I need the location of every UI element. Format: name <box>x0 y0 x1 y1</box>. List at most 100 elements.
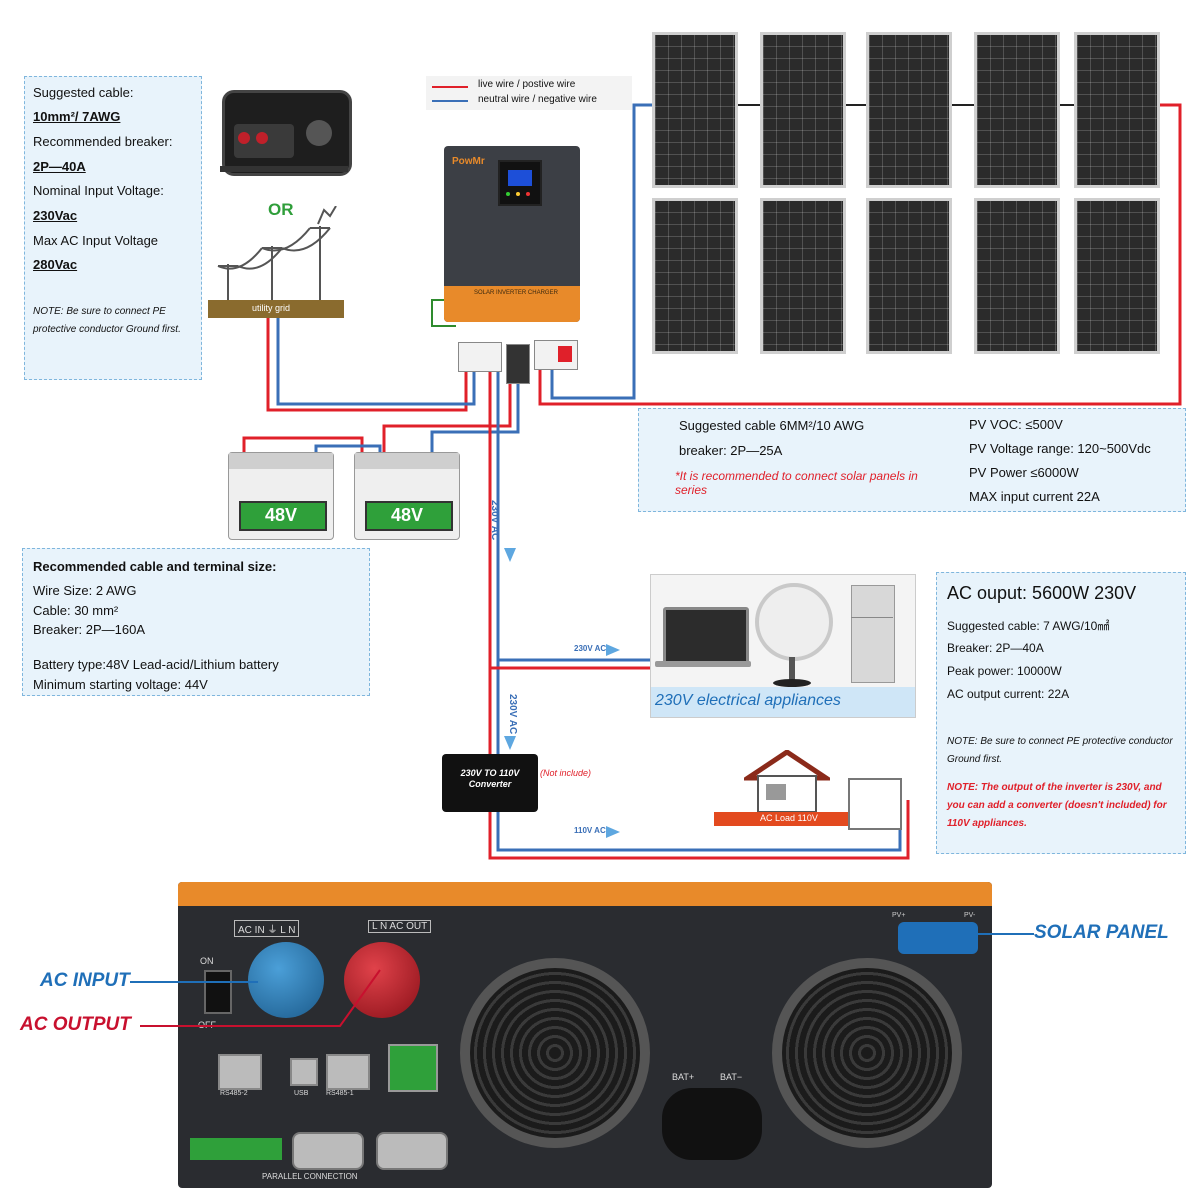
input-note: NOTE: Be sure to connect PE protective c… <box>33 306 181 335</box>
converter-not-included: (Not include) <box>540 768 592 778</box>
ac-input-info-box: Suggested cable: 10mm²/ 7AWG Recommended… <box>24 76 202 380</box>
battery-min-voltage: Minimum starting voltage: 44V <box>33 677 208 692</box>
or-label: OR <box>268 200 294 219</box>
bat-plus-label: BAT+ <box>672 1072 695 1082</box>
parallel-port-2[interactable] <box>376 1132 448 1170</box>
ac-output-info-box: AC ouput: 5600W 230V Suggested cable: 7 … <box>936 572 1186 854</box>
rs485-1-label: RS485-1 <box>326 1090 354 1097</box>
ac-output-peak: Peak power: 10000W <box>947 664 1062 678</box>
wire-legend: live wire / postive wire neutral wire / … <box>426 76 632 110</box>
inverter-front-label: SOLAR INVERTER CHARGER <box>474 290 558 296</box>
pv-voc: PV VOC: ≤500V <box>969 417 1063 432</box>
ac-load-wire-label: 110V AC <box>574 826 606 835</box>
battery-type: Battery type:48V Lead-acid/Lithium batte… <box>33 657 279 672</box>
laptop-icon <box>663 607 749 665</box>
appliances-label: 230V electrical appliances <box>655 692 841 709</box>
ac-input-terminal[interactable] <box>248 942 324 1018</box>
ac-input-callout: AC INPUT <box>40 970 130 991</box>
max-voltage-value: 280Vac <box>33 257 78 272</box>
ac-output-note-1: NOTE: Be sure to connect PE protective c… <box>947 736 1173 765</box>
battery-terminal[interactable] <box>662 1088 762 1160</box>
parallel-terminal[interactable] <box>190 1138 282 1160</box>
nominal-voltage-label: Nominal Input Voltage: <box>33 183 164 198</box>
converter-label: 230V TO 110V Converter <box>460 768 520 789</box>
ac-wire-label-1: 230V AC <box>489 500 500 541</box>
battery-1: 48V <box>228 452 334 540</box>
battery-box-title: Recommended cable and terminal size: <box>33 559 277 574</box>
legend-neutral: neutral wire / negative wire <box>478 94 597 105</box>
input-breaker-value: 2P—40A <box>33 159 86 174</box>
ac-output-title: AC ouput: 5600W 230V <box>947 583 1137 603</box>
battery-2: 48V <box>354 452 460 540</box>
input-cable-label: Suggested cable: <box>33 85 134 100</box>
ac-output-cable: Suggested cable: 7 AWG/10㎟ <box>947 619 1110 633</box>
bat-minus-label: BAT− <box>720 1072 743 1082</box>
inverter-front: PowMr SOLAR INVERTER CHARGER <box>444 146 580 322</box>
rear-panel-top-strip <box>178 882 992 906</box>
callout-lines <box>130 933 1034 1027</box>
ac-input-breaker <box>458 342 502 372</box>
rs485-1-port[interactable] <box>326 1054 370 1090</box>
ac-output-callout: AC OUTPUT <box>20 1014 131 1035</box>
inverter-rear-panel: ON OFF AC IN ⏚ L N L N AC OUT RS485-2 US… <box>178 882 992 1188</box>
usb-port[interactable] <box>290 1058 318 1086</box>
pv-info-box: Suggested cable 6MM²/10 AWG breaker: 2P—… <box>638 408 1186 512</box>
ac-output-terminal[interactable] <box>344 942 420 1018</box>
ac-load-bar: AC Load 110V <box>714 812 848 826</box>
switch-on-label: ON <box>200 956 214 966</box>
ac-output-current: AC output current: 22A <box>947 687 1070 701</box>
battery-1-label: 48V <box>265 505 298 525</box>
input-breaker-label: Recommended breaker: <box>33 134 173 149</box>
usb-label: USB <box>294 1090 309 1097</box>
ac-out-terminal-label: L N AC OUT <box>368 920 432 933</box>
inverter-brand: PowMr <box>452 156 485 167</box>
utility-grid-image <box>217 206 337 302</box>
dry-contact-terminal[interactable] <box>388 1044 438 1092</box>
ac-in-terminal-label: AC IN ⏚ L N <box>234 920 300 937</box>
input-cable-value: 10mm²/ 7AWG <box>33 109 121 124</box>
cooling-fan-left <box>460 958 650 1148</box>
battery-breaker: Breaker: 2P—160A <box>33 622 146 637</box>
ac-appliances-wire-label: 230V AC <box>574 644 607 653</box>
outlet-icon <box>848 778 902 830</box>
rs485-2-label: RS485-2 <box>220 1090 248 1097</box>
battery-info-box: Recommended cable and terminal size: Wir… <box>22 548 370 696</box>
ac-load-label: AC Load 110V <box>760 813 818 823</box>
pv-plus-label: PV+ <box>892 912 906 919</box>
parallel-label: PARALLEL CONNECTION <box>262 1172 358 1181</box>
converter-box: 230V TO 110V Converter <box>442 754 538 812</box>
utility-grid-label: utility grid <box>252 303 291 313</box>
pv-breaker-handle <box>558 346 572 362</box>
legend-live: live wire / postive wire <box>478 79 576 90</box>
pv-voltage-range: PV Voltage range: 120~500Vdc <box>969 441 1151 456</box>
fridge-icon <box>851 585 895 683</box>
pv-max-current: MAX input current 22A <box>969 489 1100 504</box>
generator-image <box>216 84 352 184</box>
pv-power: PV Power ≤6000W <box>969 465 1079 480</box>
pv-recommend: *It is recommended to connect solar pane… <box>675 469 918 497</box>
house-icon <box>744 750 830 812</box>
cooling-fan-right <box>772 958 962 1148</box>
ac-output-note-2: NOTE: The output of the inverter is 230V… <box>947 782 1167 829</box>
battery-cable: Cable: 30 mm² <box>33 603 119 618</box>
battery-2-label: 48V <box>391 505 424 525</box>
pv-minus-label: PV- <box>964 912 976 919</box>
pv-breaker: breaker: 2P—25A <box>679 443 783 458</box>
inverter-display <box>498 160 542 206</box>
utility-grid-base: utility grid <box>208 300 344 318</box>
battery-breaker <box>506 344 530 384</box>
neutral-wire-swatch <box>432 100 468 102</box>
max-voltage-label: Max AC Input Voltage <box>33 233 159 248</box>
pv-cable: Suggested cable 6MM²/10 AWG <box>679 418 865 433</box>
rs485-2-port[interactable] <box>218 1054 262 1090</box>
nominal-voltage-value: 230Vac <box>33 208 78 223</box>
battery-wire-size: Wire Size: 2 AWG <box>33 583 137 598</box>
live-wire-swatch <box>432 86 468 88</box>
appliances-image: 230V electrical appliances <box>650 574 916 718</box>
ac-output-breaker: Breaker: 2P—40A <box>947 641 1044 655</box>
pv-terminal[interactable] <box>898 922 978 954</box>
parallel-port-1[interactable] <box>292 1132 364 1170</box>
power-switch[interactable] <box>204 970 232 1014</box>
fan-icon <box>755 583 833 661</box>
ac-wire-label-2: 230V AC <box>507 694 518 735</box>
